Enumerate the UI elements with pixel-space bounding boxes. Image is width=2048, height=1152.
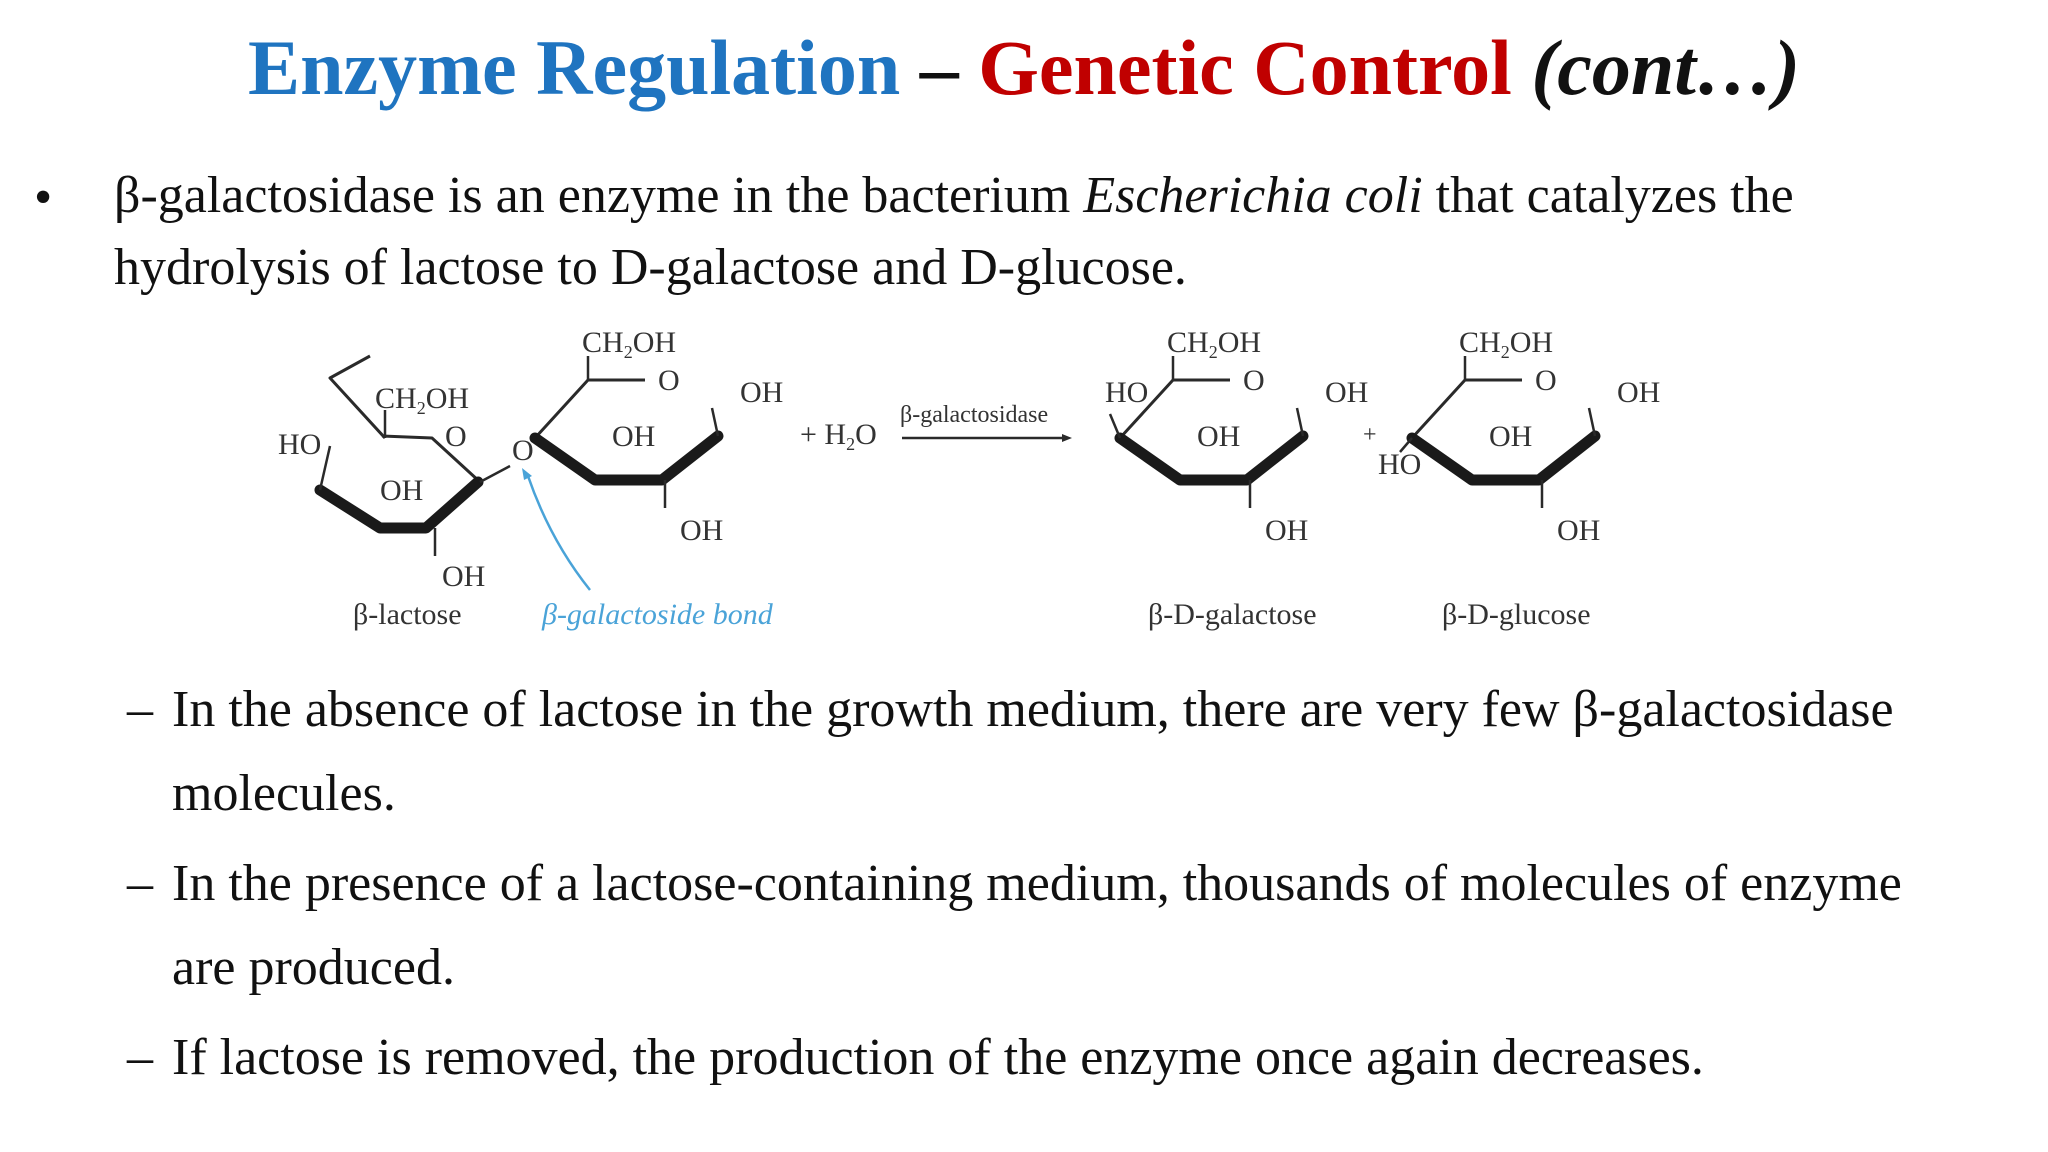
enzyme-label: β-galactosidase	[900, 402, 1048, 428]
glucose-label: β-D-glucose	[1442, 598, 1591, 631]
bullet-icon: •	[34, 169, 53, 226]
glucose-product-ch2oh-label: CH2OH	[1459, 326, 1553, 362]
ring-back-right	[381, 434, 482, 484]
ring-front-edge	[529, 430, 724, 486]
bond-label: β-galactoside bond	[541, 598, 774, 631]
intro-text-end: that catalyzes the hydrolysis of lactose…	[114, 167, 1794, 296]
sub-point-continuation: molecules.	[172, 765, 396, 822]
ring-ho-bond	[1399, 437, 1413, 453]
galactose-ch2oh-label: CH2OH	[1167, 326, 1261, 362]
intro-paragraph: β-galactosidase is an enzyme in the bact…	[114, 160, 2014, 304]
ring-left-bond	[318, 445, 332, 491]
lactose-galactose-ring: CH2OH O HO OH OH O	[278, 354, 534, 593]
ring-oh-bond	[1587, 407, 1597, 437]
sub-point-text: If lactose is removed, the production of…	[172, 1029, 1704, 1086]
lactose-label: β-lactose	[353, 598, 462, 631]
plus-water-label: + H2O	[800, 418, 877, 454]
galactose-label: β-D-galactose	[1148, 598, 1317, 631]
glucose-oh-right-label: OH	[740, 376, 783, 409]
lactose-ch2oh-label: CH2OH	[375, 382, 469, 418]
glucose-oh-bottom-label: OH	[680, 514, 723, 547]
glucose-product-oh-bottom-label: OH	[1557, 514, 1600, 547]
lactose-hydrolysis-diagram: CH2OH O HO OH OH O CH2OH O OH OH OH + H2…	[278, 326, 1660, 631]
ring-oh-bond	[1295, 407, 1305, 437]
glucose-oh-inner-label: OH	[612, 420, 655, 453]
glucose-ch2oh-label: CH2OH	[582, 326, 676, 362]
ring-oxygen-label: O	[445, 420, 467, 453]
ring-back-left	[328, 354, 387, 440]
title-genetic-control: Genetic Control	[978, 24, 1512, 111]
ring-oxygen-label: O	[1243, 364, 1265, 397]
glycosidic-bond-line	[479, 464, 511, 484]
galactose-oh-right-label: OH	[1325, 376, 1368, 409]
ring-front-edge	[314, 476, 484, 534]
sub-point: –In the absence of lactose in the growth…	[127, 668, 2027, 836]
galactose-ho-label: HO	[1105, 376, 1148, 409]
reaction-arrow: β-galactosidase	[900, 402, 1072, 442]
title-enzyme-regulation: Enzyme Regulation	[248, 24, 901, 111]
lactose-glucose-ring: CH2OH O OH OH OH	[529, 326, 783, 547]
ring-oxygen-label: O	[1535, 364, 1557, 397]
lactose-oh-inner-label: OH	[380, 474, 423, 507]
products-plus-label: +	[1363, 422, 1377, 448]
lactose-oh-bottom-label: OH	[442, 560, 485, 593]
ring-front-edge	[1406, 430, 1601, 486]
dash-icon: –	[127, 855, 153, 912]
galactose-oh-bottom-label: OH	[1265, 514, 1308, 547]
title-separator: –	[900, 24, 979, 111]
bond-callout-line	[526, 475, 591, 591]
intro-organism-name: Escherichia coli	[1083, 167, 1423, 224]
intro-text-start: β-galactosidase is an enzyme in the bact…	[114, 167, 1084, 224]
bond-callout-arrow-icon	[522, 468, 532, 480]
arrow-head-icon	[1062, 434, 1072, 442]
sub-point-text: In the presence of a lactose-containing …	[172, 855, 1902, 912]
ring-oxygen-label: O	[658, 364, 680, 397]
glucose-product-ho-label: HO	[1378, 448, 1421, 481]
title-cont: (cont…)	[1511, 24, 1800, 111]
sub-point-text: In the absence of lactose in the growth …	[172, 681, 1894, 738]
ring-front-edge	[1114, 430, 1309, 486]
sub-point-continuation: are produced.	[172, 939, 455, 996]
sub-point: –In the presence of a lactose-containing…	[127, 842, 2027, 1010]
dash-icon: –	[127, 681, 153, 738]
glucose-product-ring: CH2OH O HO OH OH OH	[1378, 326, 1660, 547]
ring-ho-bond	[1108, 413, 1122, 439]
ring-oh-bond	[710, 407, 720, 437]
glucose-product-oh-inner-label: OH	[1489, 420, 1532, 453]
galactose-product-ring: CH2OH O HO OH OH OH	[1105, 326, 1368, 547]
lactose-ho-label: HO	[278, 428, 321, 461]
glucose-product-oh-right-label: OH	[1617, 376, 1660, 409]
galactose-oh-inner-label: OH	[1197, 420, 1240, 453]
dash-icon: –	[127, 1029, 153, 1086]
slide-title: Enzyme Regulation – Genetic Control (con…	[0, 22, 2048, 114]
sub-point: –If lactose is removed, the production o…	[127, 1016, 2027, 1100]
glycosidic-oxygen-label: O	[512, 434, 534, 467]
